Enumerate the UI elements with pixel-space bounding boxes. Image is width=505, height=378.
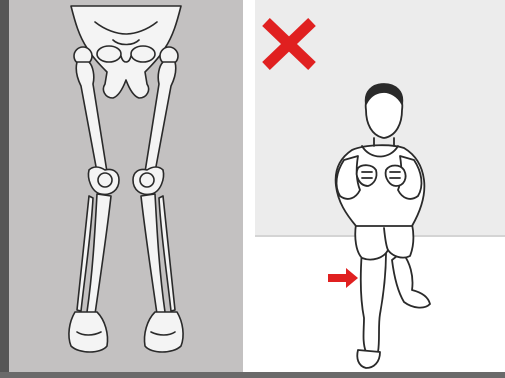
back-leg bbox=[392, 252, 430, 308]
front-leg bbox=[361, 250, 386, 352]
pointer-arrow-icon bbox=[328, 268, 358, 288]
right-fist bbox=[386, 166, 406, 187]
wrong-x-icon bbox=[266, 22, 312, 66]
front-shoe bbox=[357, 350, 380, 368]
bottom-border-strip bbox=[0, 372, 505, 378]
athlete-lunge-illustration bbox=[336, 84, 430, 368]
left-fist bbox=[357, 165, 377, 186]
